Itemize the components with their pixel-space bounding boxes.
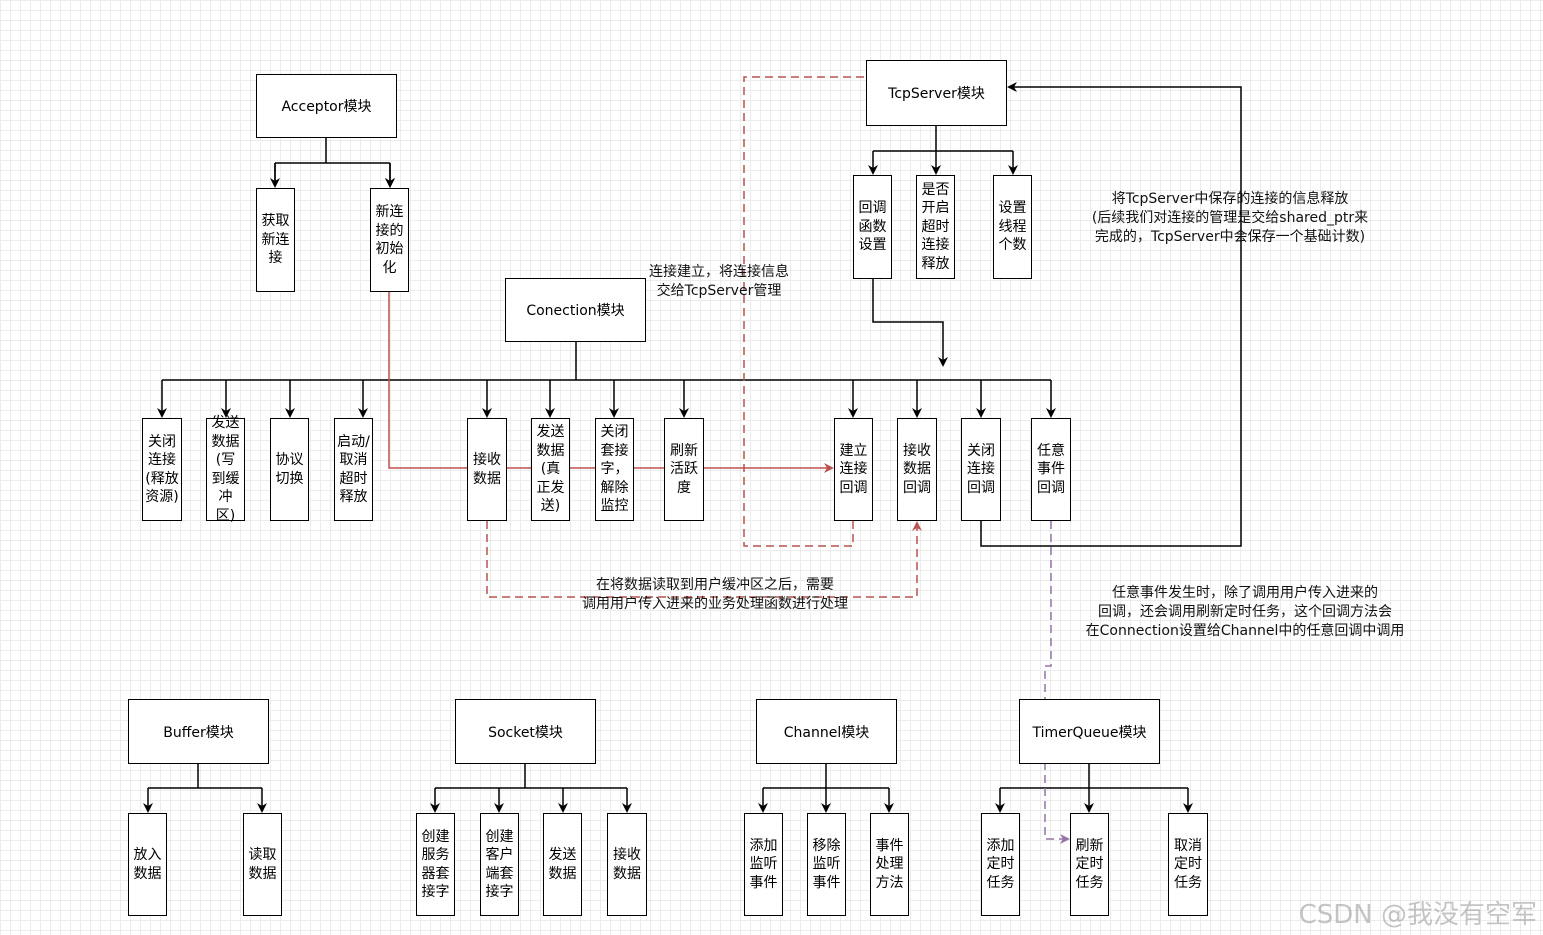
acceptor-module[interactable]: Acceptor模块 [256,74,397,138]
buffer-item-read-data[interactable]: 读取数据 [243,813,282,916]
tcpserver-item-callback-setup[interactable]: 回调函数设置 [853,175,892,279]
channel-item-add-watch[interactable]: 添加监听事件 [744,813,783,916]
socket-item-send-data[interactable]: 发送数据 [543,813,582,916]
tcpserver-item-thread-count[interactable]: 设置线程个数 [993,175,1032,279]
socket-item-recv-data[interactable]: 接收数据 [607,813,647,916]
connection-item-close-socket[interactable]: 关闭套接字，解除监控 [595,418,634,521]
note-connection-established: 连接建立，将连接信息 交给TcpServer管理 [649,264,789,299]
timerqueue-item-cancel-task[interactable]: 取消定时任务 [1168,813,1208,916]
acceptor-item-get-new-conn[interactable]: 获取新连接 [256,188,295,292]
timerqueue-module[interactable]: TimerQueue模块 [1019,699,1160,764]
channel-item-event-handler[interactable]: 事件处理方法 [870,813,909,916]
connection-item-any-event-callback[interactable]: 任意事件回调 [1031,418,1071,521]
timerqueue-item-refresh-task[interactable]: 刷新定时任务 [1070,813,1109,916]
timerqueue-item-add-task[interactable]: 添加定时任务 [981,813,1020,916]
tcpserver-item-timeout-release[interactable]: 是否开启超时连接释放 [916,175,955,279]
note-release-connection: 将TcpServer中保存的连接的信息释放 (后续我们对连接的管理是交给shar… [1091,191,1369,245]
channel-module[interactable]: Channel模块 [756,699,897,764]
connection-item-refresh-activity[interactable]: 刷新活跃度 [664,418,704,521]
buffer-module[interactable]: Buffer模块 [128,699,269,764]
connection-item-recv-callback[interactable]: 接收数据回调 [897,418,937,521]
connection-item-close-callback[interactable]: 关闭连接回调 [961,418,1001,521]
note-any-event: 任意事件发生时，除了调用用户传入进来的 回调，还会调用刷新定时任务，这个回调方法… [1085,585,1405,639]
note-recv-process: 在将数据读取到用户缓冲区之后，需要 调用用户传入进来的业务处理函数进行处理 [582,577,848,612]
socket-item-create-client[interactable]: 创建客户端套接字 [480,813,519,916]
connection-item-close-conn[interactable]: 关闭连接(释放资源) [142,418,182,521]
acceptor-item-init-new-conn[interactable]: 新连接的初始化 [370,188,409,292]
connection-item-recv-data[interactable]: 接收数据 [467,418,507,521]
socket-module[interactable]: Socket模块 [455,699,596,764]
tcpserver-module[interactable]: TcpServer模块 [866,60,1007,126]
watermark: CSDN @我没有空军 [1298,900,1537,930]
channel-item-remove-watch[interactable]: 移除监听事件 [807,813,846,916]
connection-item-send-real[interactable]: 发送数据(真正发送) [531,418,570,521]
connection-item-protocol-switch[interactable]: 协议切换 [270,418,309,521]
buffer-item-put-data[interactable]: 放入数据 [128,813,167,916]
socket-item-create-server[interactable]: 创建服务器套接字 [416,813,455,916]
connection-item-timeout-toggle[interactable]: 启动/取消超时释放 [334,418,373,521]
connection-item-send-buffer[interactable]: 发送数据(写到缓冲区) [206,415,245,524]
connection-item-established-callback[interactable]: 建立连接回调 [834,418,873,521]
connection-module[interactable]: Conection模块 [505,278,646,342]
